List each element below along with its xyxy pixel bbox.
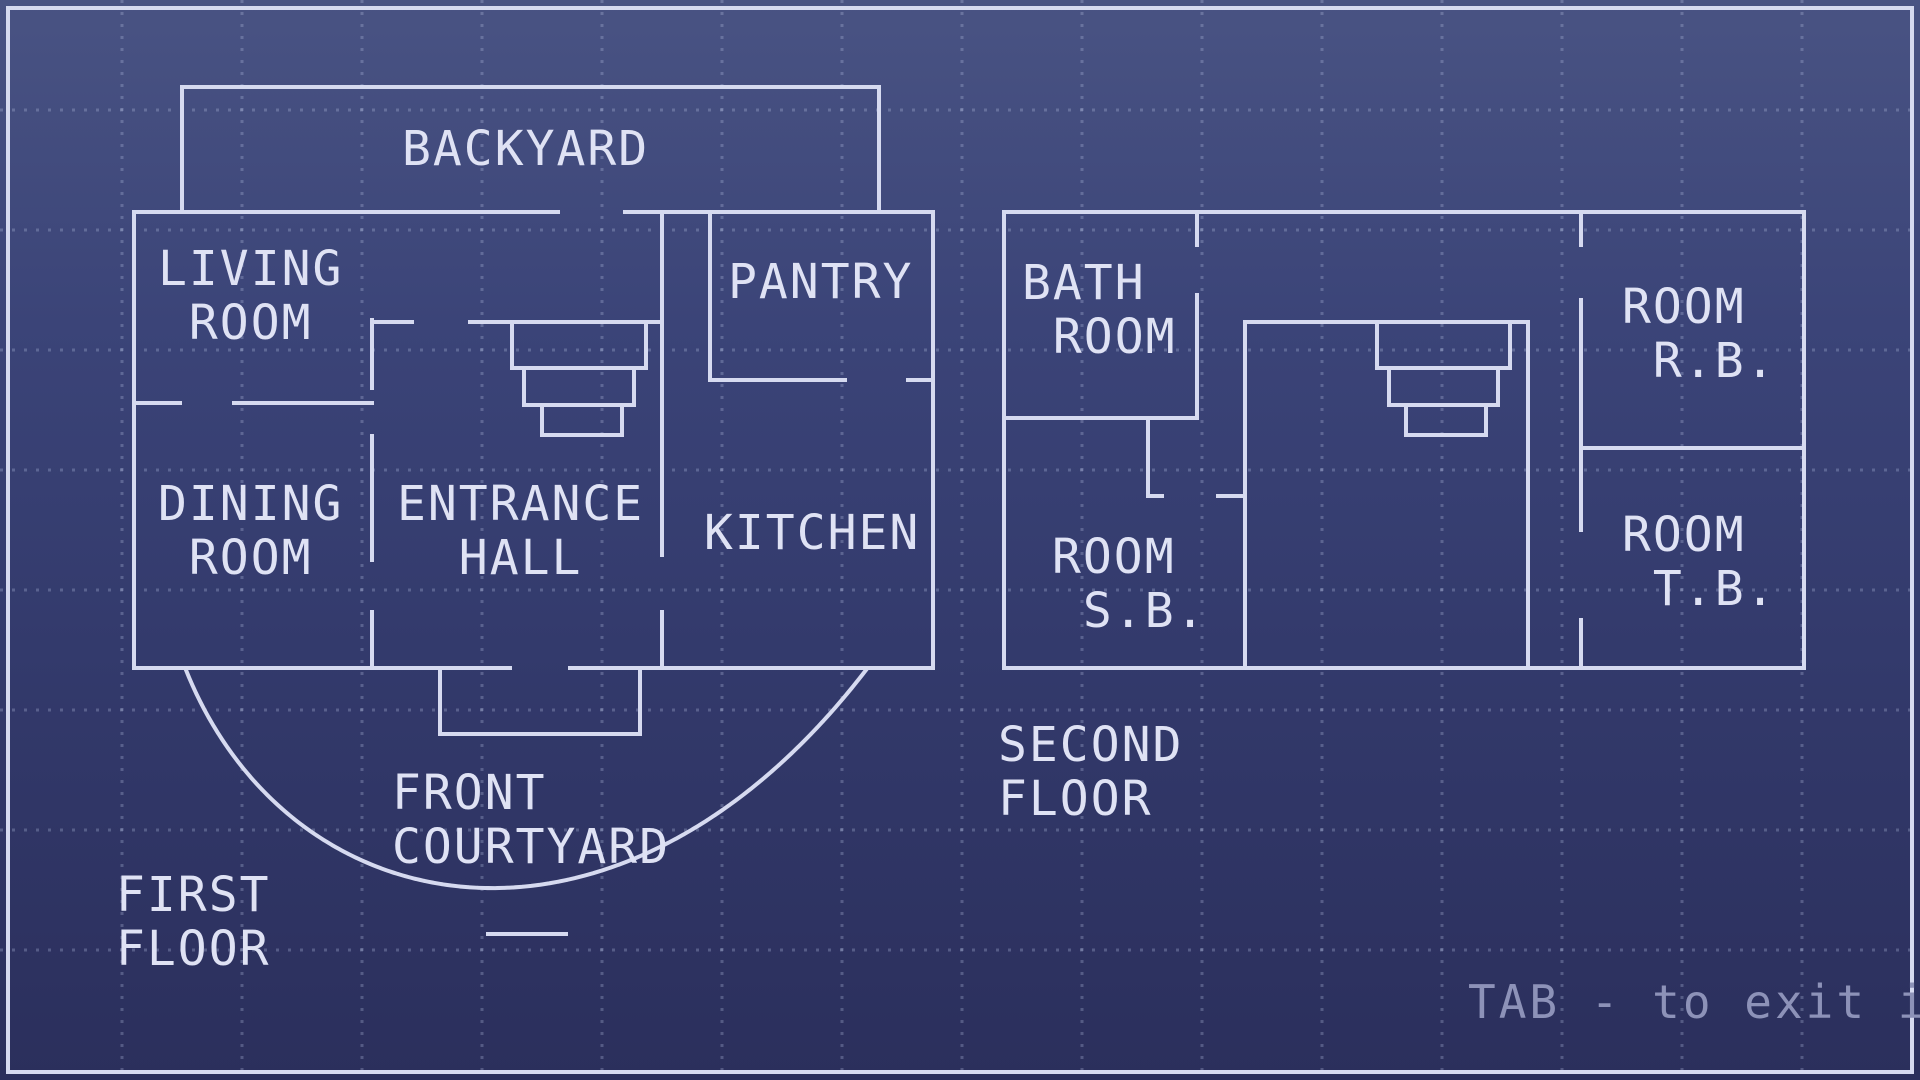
first-floor-stairs-step-1 (510, 322, 648, 370)
first-floor-outer-wall-left (132, 210, 560, 670)
room-label-backyard: BACKYARD (402, 121, 650, 177)
porch-walls (438, 666, 642, 736)
floor-label-first: FIRST FLOOR (116, 867, 271, 977)
room-label-room-tb: ROOM T.B. (1622, 507, 1777, 617)
second-floor-stairs-step-3 (1404, 405, 1488, 437)
second-floor-outer-wall (1002, 210, 1806, 670)
first-floor-stairs-step-3 (540, 405, 624, 437)
bathroom-walls (1002, 210, 1199, 420)
first-floor-outer-wall-right (568, 210, 935, 670)
room-label-room-sb: ROOM S.B. (1052, 529, 1207, 639)
room-label-room-rb: ROOM R.B. (1622, 279, 1777, 389)
front-courtyard-boundary (183, 667, 869, 891)
first-floor-plan (132, 85, 935, 936)
first-floor-stairs-step-2 (522, 368, 636, 407)
room-label-pantry: PANTRY (728, 254, 914, 310)
second-floor-stairs-step-2 (1387, 368, 1500, 407)
map-frame (6, 6, 1914, 1074)
backyard-walls (180, 85, 881, 214)
second-floor-plan (1002, 210, 1806, 670)
room-label-bath-room: BATH ROOM (1022, 255, 1177, 365)
room-label-kitchen: KITCHEN (704, 505, 921, 561)
floor-label-second: SECOND FLOOR (998, 717, 1184, 827)
room-label-front-courtyard: FRONT COURTYARD (392, 765, 671, 875)
pantry-walls (708, 210, 935, 382)
bathroom-door-frame (1146, 416, 1164, 498)
room-label-entrance-hall: ENTRANCE HALL (397, 476, 645, 586)
second-floor-stairs-step-1 (1375, 322, 1512, 370)
exit-hint: TAB - to exit it (1468, 975, 1920, 1029)
stair-room-walls (1216, 320, 1530, 670)
room-label-living-room: LIVING ROOM (158, 241, 344, 351)
room-label-dining-room: DINING ROOM (158, 476, 344, 586)
